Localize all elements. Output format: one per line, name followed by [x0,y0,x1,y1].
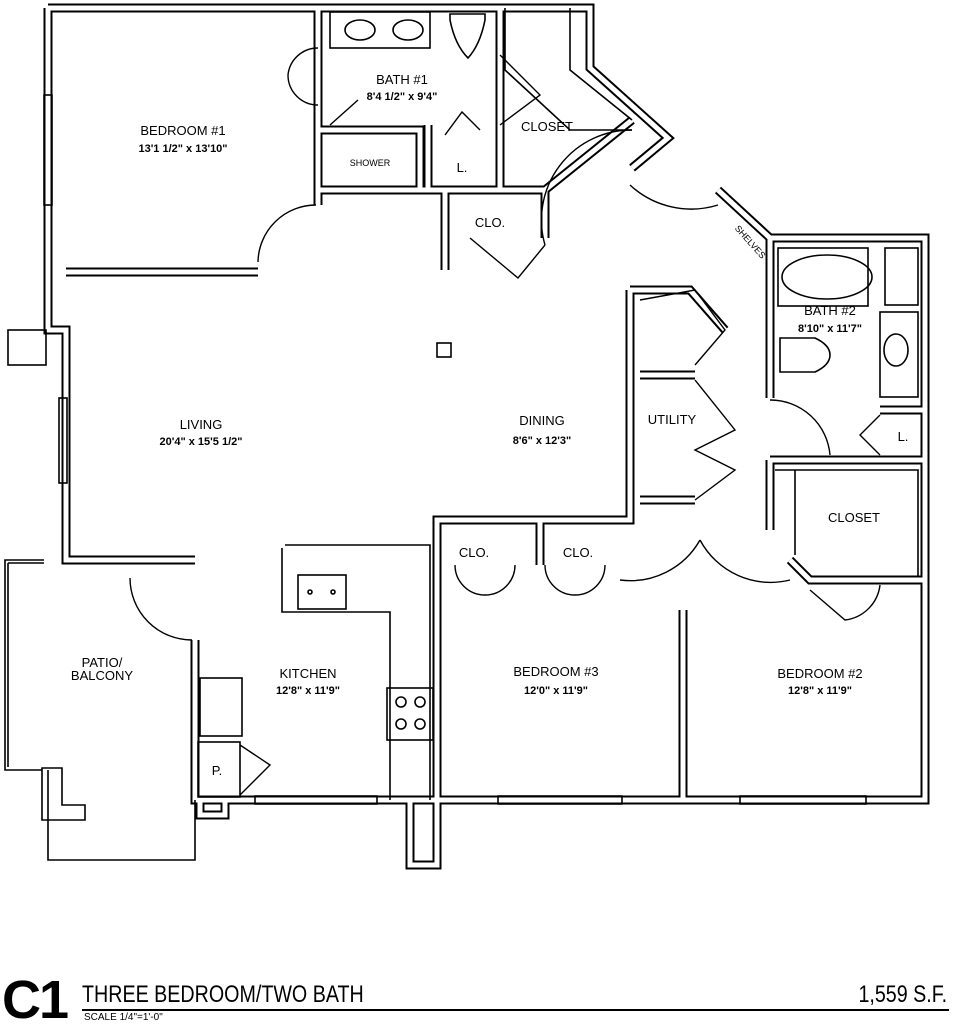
room-name: KITCHEN [279,666,336,681]
room-closet-2: CLOSET [828,510,880,525]
room-name: BEDROOM #1 [140,123,225,138]
floor-plan: BEDROOM #1 13'1 1/2" x 13'10" BATH #1 8'… [4,0,953,975]
room-dims: 20'4" x 15'5 1/2" [160,436,243,448]
room-linen-1: L. [457,160,468,175]
room-name-line2: BALCONY [71,668,133,683]
plan-code: C1 [2,970,69,1030]
room-shower: SHOWER [350,158,391,168]
room-kitchen: KITCHEN 12'8" x 11'9" [276,666,340,697]
room-bedroom-2: BEDROOM #2 12'8" x 11'9" [777,666,862,697]
room-utility: UTILITY [648,412,697,427]
room-hall-closet: CLO. [475,215,505,230]
room-dims: 12'0" x 11'9" [524,685,588,697]
plan-area: 1,559 S.F. [858,981,947,1008]
room-bedroom-1: BEDROOM #1 13'1 1/2" x 13'10" [138,123,227,155]
plan-footer: C1 THREE BEDROOM/TWO BATH 1,559 S.F. SCA… [0,970,953,1030]
room-name-line1: PATIO/ [82,655,123,670]
fixtures [197,8,919,800]
column [7,329,47,366]
room-closet-b: CLO. [563,545,593,560]
room-bath-2: BATH #2 8'10" x 11'7" [798,303,862,335]
room-living: LIVING 20'4" x 15'5 1/2" [160,417,243,448]
patio-railing [4,559,196,861]
plan-scale: SCALE 1/4"=1'-0" [84,1012,163,1023]
room-patio: PATIO/ BALCONY [71,655,133,683]
room-name: DINING [519,413,565,428]
room-closet-1: CLOSET [521,119,573,134]
room-linen-2: L. [898,429,909,444]
room-dims: 12'8" x 11'9" [276,685,340,697]
room-dims: 12'8" x 11'9" [788,685,852,697]
room-pantry: P. [212,763,223,778]
room-name: BEDROOM #2 [777,666,862,681]
room-dining: DINING 8'6" x 12'3" [513,413,571,447]
room-bath-1: BATH #1 8'4 1/2" x 9'4" [367,72,438,103]
title-rule [82,1009,949,1011]
room-dims: 8'10" x 11'7" [798,323,862,335]
room-dims: 13'1 1/2" x 13'10" [138,143,227,155]
room-name: LIVING [180,417,223,432]
room-dims: 8'4 1/2" x 9'4" [367,91,438,103]
room-name: BATH #1 [376,72,428,87]
room-name: BEDROOM #3 [513,664,598,679]
windows [43,94,867,805]
room-closet-a: CLO. [459,545,489,560]
column [436,342,452,358]
plan-title: THREE BEDROOM/TWO BATH [82,981,364,1008]
room-dims: 8'6" x 12'3" [513,435,571,447]
room-bedroom-3: BEDROOM #3 12'0" x 11'9" [513,664,598,697]
room-name: BATH #2 [804,303,856,318]
doors [129,47,881,796]
